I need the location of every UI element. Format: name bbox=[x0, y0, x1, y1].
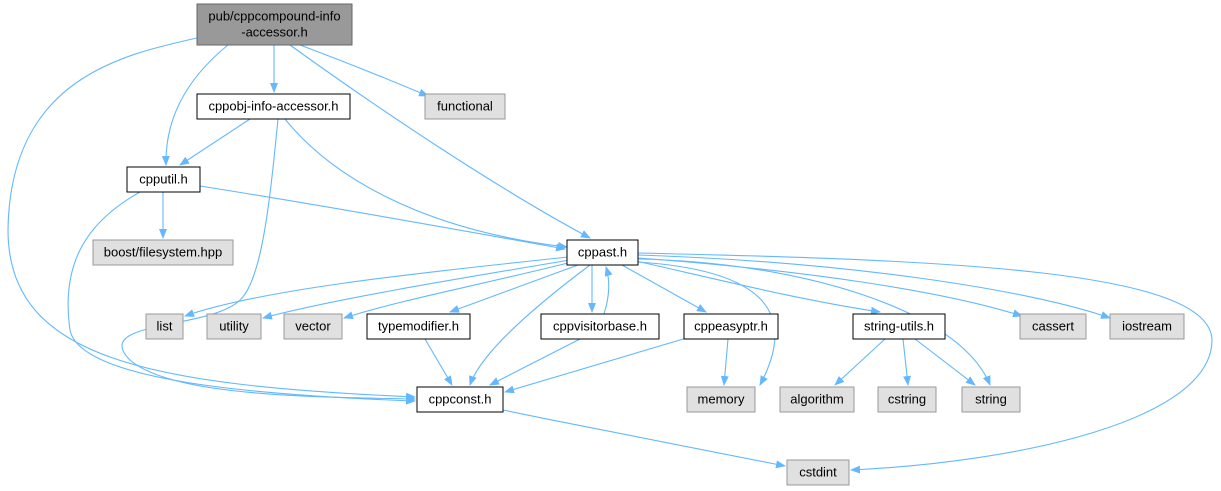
edge-cppast-to-cppeasyptr bbox=[621, 264, 707, 313]
node-label-cstdint: cstdint bbox=[799, 465, 837, 480]
node-box-stringutils bbox=[852, 313, 946, 340]
edge-cppvisitorbase-to-cppconst bbox=[489, 338, 581, 386]
node-label-cppvisitorbase: cppvisitorbase.h bbox=[553, 319, 647, 334]
node-cpputil[interactable]: cpputil.h bbox=[126, 166, 201, 193]
node-label-list: list bbox=[157, 319, 173, 334]
node-label-iostream: iostream bbox=[1122, 319, 1172, 334]
edge-stringutils-to-string bbox=[914, 338, 976, 386]
node-box-typemodifier bbox=[366, 313, 471, 340]
node-box-string bbox=[961, 386, 1021, 413]
edge-cppvisitorbase-to-cppast bbox=[603, 266, 613, 315]
node-label-utility: utility bbox=[219, 319, 249, 334]
edge-cppast-to-cassert bbox=[637, 257, 1023, 318]
edge-cppast-to-typemodifier bbox=[449, 264, 579, 313]
node-stringutils[interactable]: string-utils.h bbox=[852, 313, 946, 340]
node-box-cppeasyptr bbox=[683, 313, 779, 340]
edge-root-to-cppast bbox=[289, 44, 591, 239]
node-cppeasyptr[interactable]: cppeasyptr.h bbox=[683, 313, 779, 340]
node-box-vector bbox=[283, 313, 343, 340]
node-typemodifier[interactable]: typemodifier.h bbox=[366, 313, 471, 340]
node-box-functional bbox=[424, 93, 506, 120]
edge-cppobj-to-cpputil bbox=[179, 118, 251, 166]
node-label-cppast: cppast.h bbox=[578, 245, 627, 260]
node-vector[interactable]: vector bbox=[283, 313, 343, 340]
edge-cppast-to-memory bbox=[637, 261, 776, 386]
node-label-functional: functional bbox=[437, 99, 493, 114]
edge-cpputil-to-cppconst bbox=[67, 191, 416, 405]
node-box-cassert bbox=[1019, 313, 1087, 340]
node-box-iostream bbox=[1109, 313, 1185, 340]
edge-root-to-cpputil bbox=[161, 44, 229, 166]
edge-cppeasyptr-to-cppconst bbox=[504, 336, 691, 394]
node-label-boostfs: boost/filesystem.hpp bbox=[104, 245, 223, 260]
node-box-cstdint bbox=[786, 459, 850, 486]
node-label-vector: vector bbox=[295, 319, 331, 334]
node-label-root: pub/cppcompound-info bbox=[208, 9, 340, 24]
node-utility[interactable]: utility bbox=[206, 313, 262, 340]
node-box-list bbox=[145, 313, 184, 340]
node-memory[interactable]: memory bbox=[686, 386, 756, 413]
node-box-boostfs bbox=[92, 239, 234, 266]
node-label-string: string bbox=[975, 392, 1007, 407]
edges-layer bbox=[7, 37, 1213, 474]
edge-stringutils-to-algorithm bbox=[834, 338, 886, 386]
node-box-cstring bbox=[877, 386, 937, 413]
node-box-cppvisitorbase bbox=[540, 313, 660, 340]
node-label-root: -accessor.h bbox=[241, 25, 307, 40]
node-label-algorithm: algorithm bbox=[790, 392, 843, 407]
node-functional[interactable]: functional bbox=[424, 93, 506, 120]
node-label-cppeasyptr: cppeasyptr.h bbox=[694, 319, 768, 334]
edge-cppast-to-cppconst bbox=[469, 264, 591, 386]
edge-cppobj-to-cppast bbox=[284, 118, 568, 250]
edge-cppast-to-iostream bbox=[637, 254, 1111, 319]
node-label-cpputil: cpputil.h bbox=[139, 172, 187, 187]
node-cstdint[interactable]: cstdint bbox=[786, 459, 850, 486]
node-root[interactable]: pub/cppcompound-info-accessor.h bbox=[196, 3, 353, 46]
edge-stringutils-to-cstring bbox=[902, 338, 912, 386]
node-box-root bbox=[196, 3, 353, 46]
node-box-cppobj bbox=[196, 93, 351, 120]
node-cassert[interactable]: cassert bbox=[1019, 313, 1087, 340]
edge-cppast-to-list bbox=[184, 256, 569, 317]
edge-root-to-functional bbox=[299, 44, 429, 97]
edge-cppast-to-utility bbox=[262, 259, 571, 320]
node-label-cppconst: cppconst.h bbox=[429, 392, 492, 407]
edge-root-to-cppconst bbox=[7, 37, 416, 401]
node-box-utility bbox=[206, 313, 262, 340]
node-boostfs[interactable]: boost/filesystem.hpp bbox=[92, 239, 234, 266]
nodes-layer: pub/cppcompound-info-accessor.h cppobj-in… bbox=[92, 3, 1185, 486]
node-label-cppobj: cppobj-info-accessor.h bbox=[208, 99, 338, 114]
edge-cppast-to-stringutils bbox=[635, 260, 881, 315]
node-iostream[interactable]: iostream bbox=[1109, 313, 1185, 340]
node-cppconst[interactable]: cppconst.h bbox=[416, 386, 504, 413]
node-box-cppconst bbox=[416, 386, 504, 413]
node-cppvisitorbase[interactable]: cppvisitorbase.h bbox=[540, 313, 660, 340]
node-box-cpputil bbox=[126, 166, 201, 193]
edge-cppast-to-vector bbox=[343, 261, 573, 320]
node-label-memory: memory bbox=[698, 392, 745, 407]
edge-cppconst-to-cstdint bbox=[502, 409, 786, 469]
node-label-stringutils: string-utils.h bbox=[864, 319, 934, 334]
edge-cppeasyptr-to-memory bbox=[720, 338, 729, 386]
node-label-cassert: cassert bbox=[1032, 319, 1074, 334]
node-cppobj[interactable]: cppobj-info-accessor.h bbox=[196, 93, 351, 120]
node-cstring[interactable]: cstring bbox=[877, 386, 937, 413]
edge-cpputil-to-cppast bbox=[199, 185, 566, 252]
node-algorithm[interactable]: algorithm bbox=[779, 386, 855, 413]
edge-cppobj-to-cppconst bbox=[121, 118, 416, 403]
edge-cppast-to-string bbox=[637, 258, 991, 386]
edge-typemodifier-to-cppconst bbox=[424, 338, 453, 386]
edge-cppast-to-cstdint bbox=[637, 252, 1213, 474]
node-cppast[interactable]: cppast.h bbox=[566, 239, 639, 266]
node-box-algorithm bbox=[779, 386, 855, 413]
node-box-memory bbox=[686, 386, 756, 413]
node-string[interactable]: string bbox=[961, 386, 1021, 413]
node-list[interactable]: list bbox=[145, 313, 184, 340]
node-label-typemodifier: typemodifier.h bbox=[378, 319, 459, 334]
node-box-cppast bbox=[566, 239, 639, 266]
node-label-cstring: cstring bbox=[888, 392, 926, 407]
